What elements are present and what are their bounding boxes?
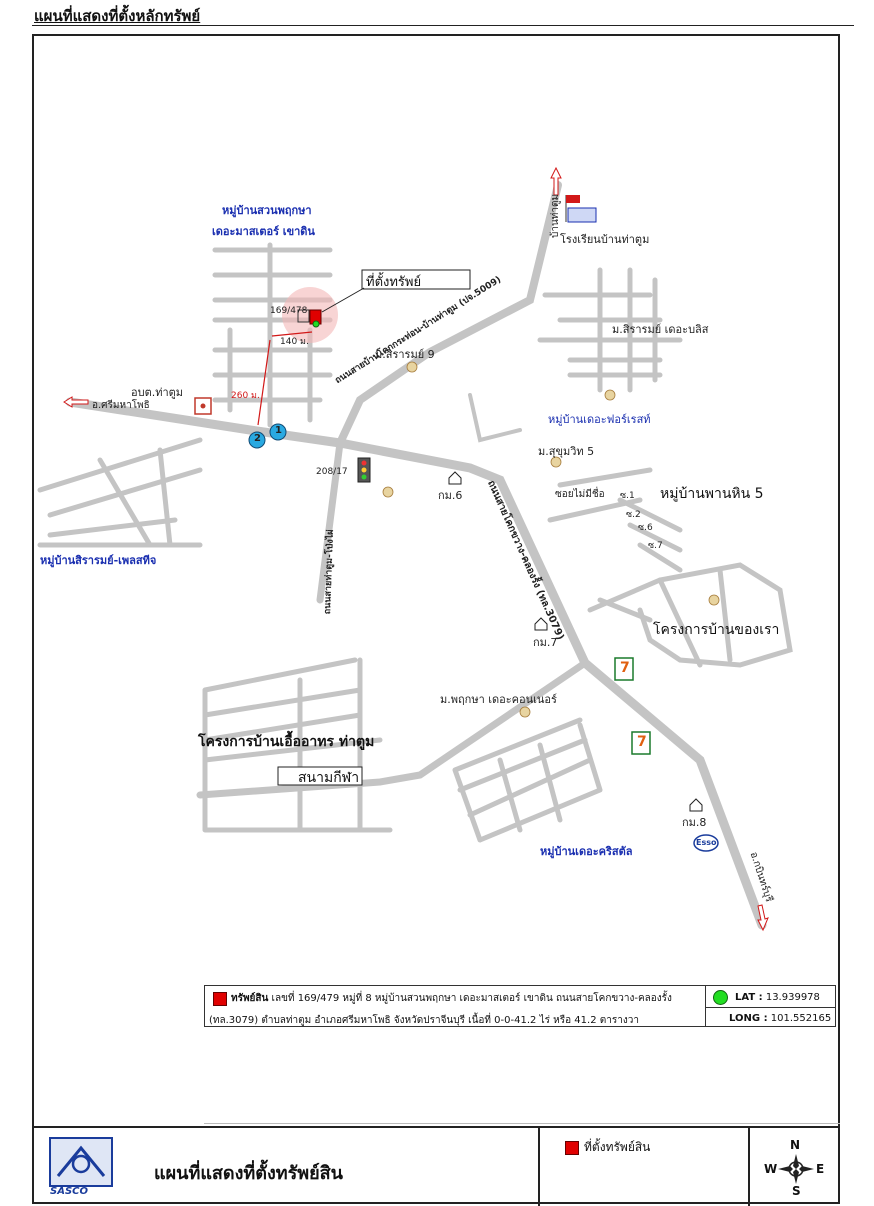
label-s6: ซ.6: [638, 523, 653, 533]
label-m-sirarom9: ม.สิรารมย์ 9: [375, 348, 435, 361]
gps-dot-icon: [713, 990, 728, 1005]
title-block: [32, 1126, 840, 1206]
asset-gps-dot: [312, 320, 320, 328]
label-v-forest: หมู่บ้านเดอะฟอร์เรสท์: [548, 413, 651, 426]
road-network: [37, 181, 793, 930]
asset-legend-line1-text: เลขที่ 169/479 หมู่ที่ 8 หมู่บ้านสวนพฤกษ…: [271, 993, 672, 1004]
asset-legend: ทรัพย์สิน เลขที่ 169/479 หมู่ที่ 8 หมู่บ…: [204, 985, 836, 1027]
label-v-sirarom-prestige: หมู่บ้านสิรารมย์-เพลสทีจ: [40, 554, 157, 567]
legend-marker-square: [565, 1141, 579, 1155]
label-dist-140: 140 ม.: [280, 337, 309, 347]
label-km7: กม.7: [533, 636, 558, 649]
seven-eleven-icon-2: [631, 731, 651, 755]
label-v-suanpruksa-1: หมู่บ้านสวนพฤกษา: [222, 204, 312, 217]
label-school: โรงเรียนบ้านท่าตูม: [560, 233, 650, 246]
asset-legend-square: [213, 992, 227, 1006]
asset-legend-line1: ทรัพย์สิน เลขที่ 169/479 หมู่ที่ 8 หมู่บ…: [231, 991, 672, 1006]
compass-w: W: [764, 1162, 778, 1176]
km6-icon: [448, 471, 462, 485]
compass-e: E: [816, 1162, 825, 1176]
asset-legend-label: ทรัพย์สิน: [231, 993, 269, 1004]
label-asset-box: ที่ตั้งทรัพย์: [366, 275, 422, 290]
seven-eleven-icon-1: [614, 657, 634, 681]
compass-n: N: [790, 1138, 801, 1152]
callout-leader: [321, 287, 365, 313]
label-to-srimahaphot: อ.ศรีมหาโพธิ: [92, 400, 150, 411]
label-m-pruksa-corner: ม.พฤกษา เดอะคอนเนอร์: [440, 693, 557, 706]
asset-legend-line2: (ทล.3079) ตำบลท่าตูม อำเภอศรีมหาโพธิ จัง…: [209, 1015, 639, 1026]
asset-callout-box: [361, 269, 471, 290]
long-value: 101.552165: [770, 1013, 832, 1024]
house-outline: [297, 309, 310, 323]
bottom-separator: [204, 1123, 840, 1124]
arrow-north-icon: [550, 166, 562, 196]
sasco-logo-icon: [49, 1137, 113, 1187]
distance-260-arrow: [257, 339, 271, 426]
label-v-panhin5: หมู่บ้านพานหิน 5: [660, 486, 764, 502]
label-num2: 2: [254, 433, 261, 444]
label-soi-noname: ซอยไม่มีชื่อ: [555, 489, 605, 500]
lat-label: LAT :: [735, 992, 763, 1003]
logo-text: SASCO: [50, 1186, 88, 1197]
label-208: 208/17: [316, 467, 348, 477]
long-readout: LONG : 101.552165: [729, 1013, 831, 1024]
map-frame: [32, 34, 840, 1204]
lat-value: 13.939978: [765, 992, 820, 1003]
label-stadium: สนามกีฬา: [298, 770, 360, 786]
label-v-crystal: หมู่บ้านเดอะคริสตัล: [540, 845, 633, 858]
label-proj-uea-athon: โครงการบ้านเอื้ออาทร ท่าตูม: [198, 734, 375, 750]
header-divider: [32, 25, 854, 26]
legend-divider: [705, 986, 706, 1026]
stadium-box: [277, 766, 363, 786]
label-v-suanpruksa-2: เดอะมาสเตอร์ เขาดิน: [212, 225, 315, 238]
label-seven-b: 7: [637, 734, 647, 750]
label-s1: ซ.1: [620, 491, 635, 501]
label-s7: ซ.7: [648, 541, 663, 551]
marker-1-icon[interactable]: [269, 423, 287, 441]
legend-marker-label: ที่ตั้งทรัพย์สิน: [584, 1140, 651, 1154]
label-km8: กม.8: [682, 816, 707, 829]
label-m-sukhumvit5: ม.สุขุมวิท 5: [538, 445, 595, 458]
distance-140-arrow: [271, 331, 313, 337]
label-house-no: 169/478: [270, 306, 308, 316]
page-header-title: แผนที่แสดงที่ตั้งหลักทรัพย์: [34, 7, 201, 25]
km7-icon: [534, 617, 548, 631]
label-dist-260: 260 ม.: [231, 391, 260, 401]
compass-icon: [778, 1154, 814, 1184]
arrow-southeast-icon: [757, 904, 769, 932]
school-icon: [567, 207, 597, 223]
bottom-title: แผนที่แสดงที่ตั้งทรัพย์สิน: [154, 1163, 343, 1184]
label-m-sirarom-bliss: ม.สิรารมย์ เดอะบลิส: [612, 323, 709, 336]
compass-rose: N S W E: [764, 1138, 828, 1202]
km8-icon: [689, 798, 703, 812]
title-block-divider-1: [538, 1128, 540, 1206]
village-icons: [382, 361, 720, 718]
label-seven-a: 7: [620, 660, 630, 676]
marker-2-icon[interactable]: [248, 431, 266, 449]
esso-icon: [693, 834, 719, 852]
legend-hdivider: [705, 1007, 835, 1008]
label-esso: Esso: [696, 838, 717, 847]
label-proj-ban-khong-rao: โครงการบ้านของเรา: [653, 622, 780, 638]
long-label: LONG :: [729, 1013, 768, 1024]
label-km6: กม.6: [438, 489, 463, 502]
lat-readout: LAT : 13.939978: [735, 992, 820, 1003]
label-abt: อบต.ท่าตูม: [131, 386, 184, 399]
label-road-3: ถนนสายท่าตูม-โป่งไผ่: [322, 529, 336, 615]
label-num1: 1: [275, 425, 282, 436]
arrow-west-icon: [63, 396, 89, 408]
compass-s: S: [792, 1184, 801, 1198]
label-s2: ซ.2: [626, 510, 641, 520]
title-block-divider-2: [748, 1128, 750, 1206]
